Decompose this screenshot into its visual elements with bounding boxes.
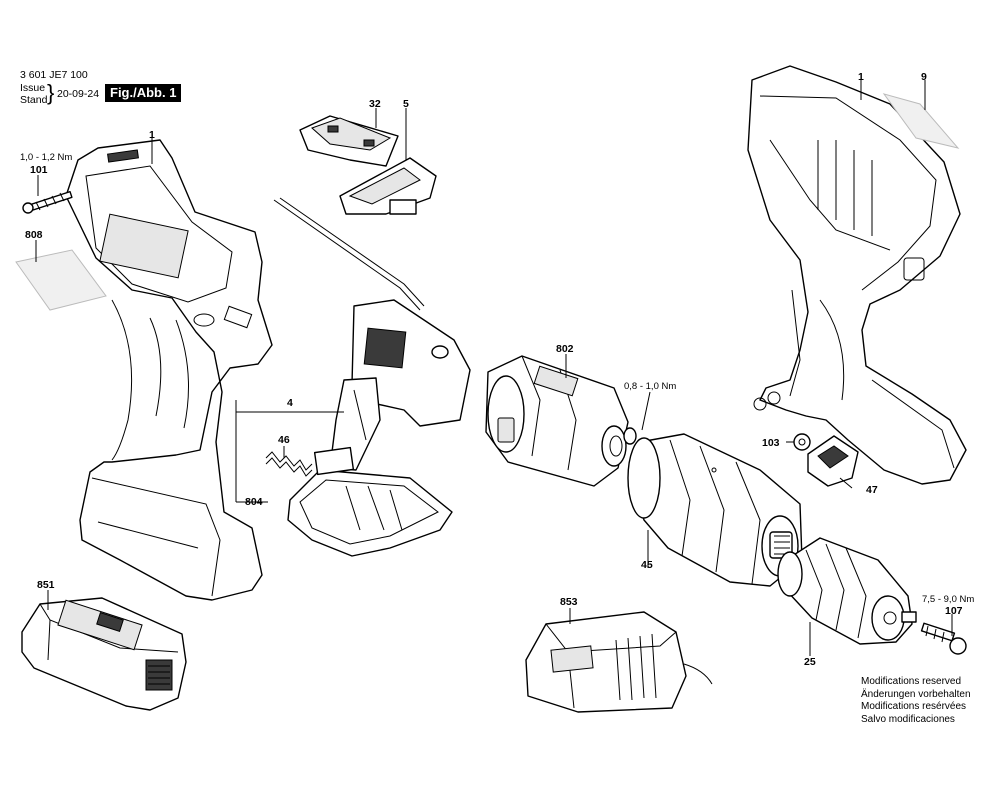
label-part-47: 47 (866, 484, 878, 496)
label-part-851: 851 (37, 579, 55, 591)
label-part-1-left: 1 (149, 129, 155, 141)
modifications-line-es: Salvo modificaciones (861, 713, 955, 725)
motor-802-part (485, 355, 637, 487)
right-housing-part (747, 65, 967, 485)
gearbox-45-part (627, 433, 803, 587)
battery-851-part (21, 597, 187, 711)
sticker-9-part (882, 93, 960, 149)
screw-107-part (920, 622, 967, 655)
spring-46-part (265, 451, 313, 477)
document-number: 3 601 JE7 100 (20, 69, 88, 81)
modifications-line-fr: Modifications resérvées (861, 701, 967, 712)
label-part-32: 32 (369, 98, 381, 110)
label-part-101: 101 (30, 164, 48, 176)
slide-switch-5-part (339, 157, 437, 215)
torque-802: 0,8 - 1,0 Nm (624, 381, 677, 392)
issue-label: Issue (20, 82, 46, 94)
sticker-808-part (15, 249, 107, 311)
header-brace: } (47, 80, 55, 105)
left-housing-part (65, 139, 273, 601)
label-part-107: 107 (945, 605, 963, 617)
label-part-1-right: 1 (858, 71, 864, 83)
torque-107: 7,5 - 9,0 Nm (922, 594, 975, 605)
label-part-9: 9 (921, 71, 927, 83)
modifications-notice: Modifications reserved Änderungen vorbeh… (861, 676, 971, 726)
label-part-804: 804 (245, 496, 263, 508)
label-part-103: 103 (762, 437, 780, 449)
label-part-5: 5 (403, 98, 409, 110)
label-part-25: 25 (804, 656, 816, 668)
modifications-line-de: Änderungen vorbehalten (861, 688, 971, 700)
charger-853-part (525, 611, 713, 713)
figure-badge: Fig./Abb. 1 (105, 84, 182, 102)
label-part-808: 808 (25, 229, 43, 241)
electronics-carrier-804-part (287, 446, 453, 557)
label-part-4: 4 (287, 397, 293, 409)
switch-cover-32-part (299, 115, 399, 167)
torque-101: 1,0 - 1,2 Nm (20, 152, 73, 163)
screw-101-part (22, 190, 73, 214)
nut-103-part (793, 433, 811, 451)
label-part-802: 802 (556, 343, 574, 355)
stand-label: Stand (20, 94, 48, 106)
modifications-line-en: Modifications reserved (861, 676, 962, 687)
issue-date: 20-09-24 (57, 88, 100, 100)
label-part-853: 853 (560, 596, 578, 608)
chuck-25-part (777, 537, 917, 645)
leader-lines (35, 80, 953, 656)
cover-47-part (807, 435, 859, 487)
wire-rod-part (273, 197, 425, 311)
label-part-45: 45 (641, 559, 653, 571)
switch-4-part (329, 299, 471, 471)
label-part-46: 46 (278, 434, 290, 446)
